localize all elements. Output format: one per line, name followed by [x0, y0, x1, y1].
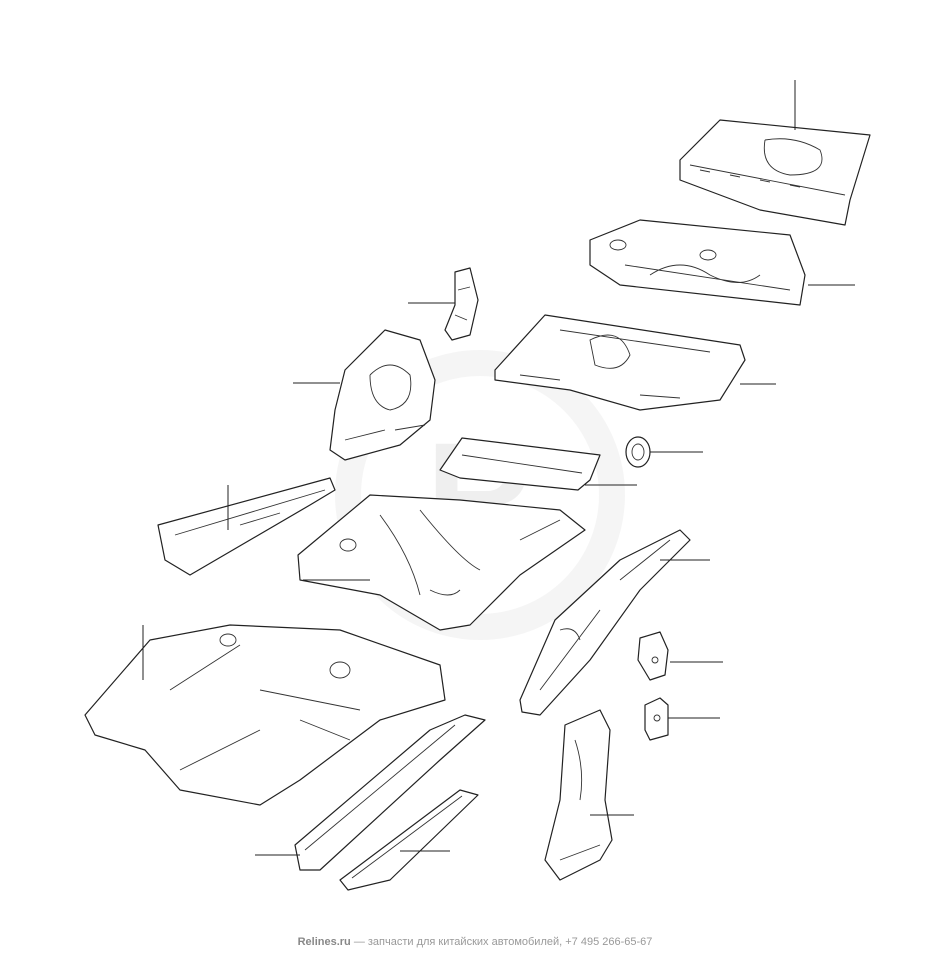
grommet-plug[interactable] — [625, 436, 651, 468]
rear-floor-panel[interactable] — [494, 314, 746, 411]
crossmember[interactable] — [439, 437, 601, 491]
left-side-sill[interactable] — [157, 477, 336, 576]
inner-sill-right[interactable] — [339, 789, 479, 891]
rear-upper-panel[interactable] — [679, 119, 871, 226]
b-pillar-reinforcement[interactable] — [544, 709, 613, 881]
footer: Relines.ru — запчасти для китайских авто… — [0, 936, 950, 948]
middle-floor-panel[interactable] — [297, 494, 586, 631]
small-bracket-a[interactable] — [637, 631, 669, 681]
leader-lines — [142, 80, 855, 856]
rear-wheelhouse[interactable] — [329, 329, 436, 461]
footer-text: — запчасти для китайских автомобилей, +7… — [350, 936, 653, 948]
footer-site-link[interactable]: Relines.ru — [297, 936, 351, 948]
upper-bracket[interactable] — [444, 267, 479, 341]
rear-panel[interactable] — [589, 219, 806, 306]
front-floor-panel[interactable] — [84, 624, 446, 806]
inner-sill-left[interactable] — [294, 714, 486, 871]
small-bracket-b[interactable] — [644, 697, 669, 741]
right-rear-rail[interactable] — [519, 529, 691, 716]
